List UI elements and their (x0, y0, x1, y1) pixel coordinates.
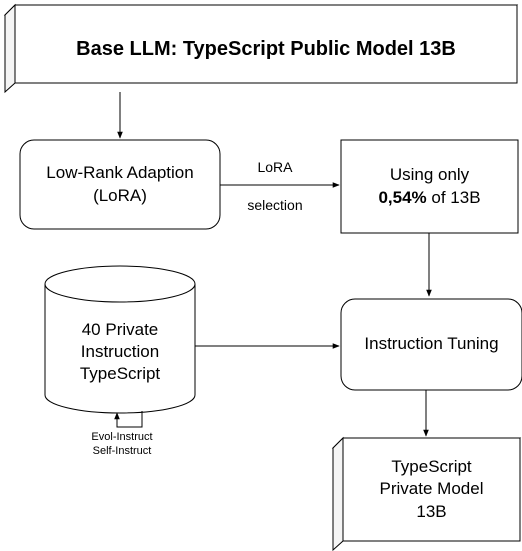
private-model-box (331, 436, 522, 551)
private-data-cylinder (44, 265, 196, 414)
lora-label-line2: (LoRA) (93, 185, 147, 205)
lora-selection-label: LoRA selection (232, 160, 318, 212)
edge-self-loop (114, 411, 143, 428)
lora-label: Low-Rank Adaption (LoRA) (20, 140, 220, 229)
tuning-box (340, 298, 522, 391)
private-data-line3: TypeScript (79, 364, 161, 384)
self-loop-line1: Evol-Instruct (91, 431, 153, 444)
using-percent: 0,54% (378, 187, 427, 207)
using-label-line2: 0,54% of 13B (378, 187, 480, 209)
lora-selection-line1: LoRA (257, 159, 293, 175)
tuning-label: Instruction Tuning (364, 334, 499, 354)
private-model-line2: Private Model (379, 479, 484, 499)
private-data-line1: 40 Private (81, 319, 159, 339)
base-model-box (3, 3, 519, 94)
using-suffix: of 13B (426, 187, 481, 207)
using-box (340, 139, 519, 234)
private-model-line3: 13B (416, 501, 447, 521)
using-label: Using only 0,54% of 13B (341, 140, 518, 233)
private-model-line1: TypeScript (391, 457, 472, 477)
private-data-line2: Instruction (80, 341, 160, 361)
using-label-line1: Using only (389, 165, 470, 185)
self-loop-line2: Self-Instruct (92, 445, 152, 457)
base-model-title: Base LLM: TypeScript Public Model 13B (76, 38, 456, 60)
private-model-label: TypeScript Private Model 13B (343, 438, 520, 541)
self-loop-label: Evol-Instruct Self-Instruct (72, 430, 172, 460)
private-data-label: 40 Private Instruction TypeScript (45, 310, 195, 394)
lora-label-line1: Low-Rank Adaption (46, 163, 194, 183)
lora-selection-line2: selection (247, 197, 303, 213)
